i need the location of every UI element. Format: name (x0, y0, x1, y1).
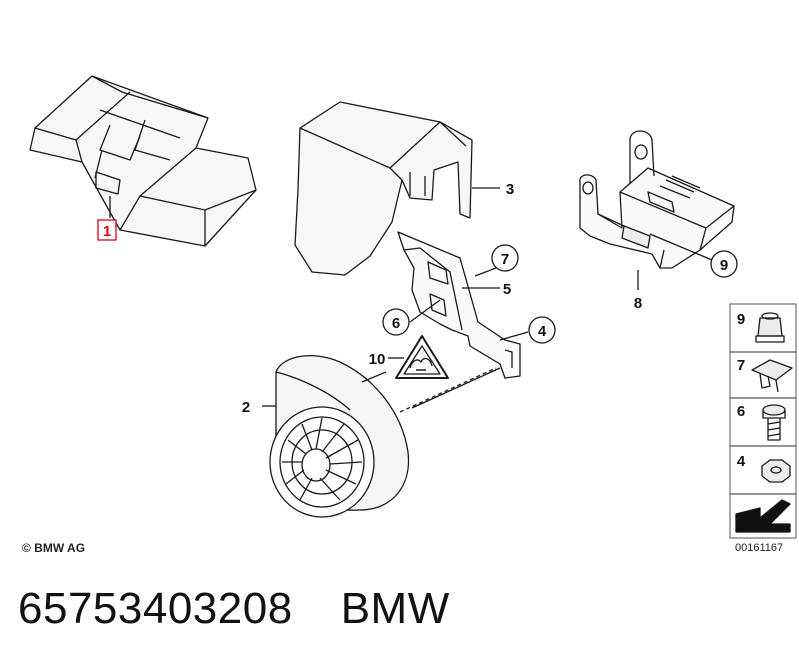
callout-7: 7 (501, 251, 509, 268)
legend-hex-nut-icon (761, 459, 791, 483)
callout-9: 9 (720, 257, 728, 274)
part-caption: 65753403208 BMW (18, 584, 450, 634)
callout-3: 3 (506, 181, 514, 198)
legend-label-4: 4 (737, 453, 746, 470)
callout-6: 6 (392, 315, 400, 332)
arrow-icon (735, 499, 791, 533)
legend-label-9: 9 (737, 311, 745, 328)
part-8-module-bracket (579, 130, 735, 269)
callout-1: 1 (103, 223, 111, 240)
callout-8: 8 (634, 295, 642, 312)
part-10-warning-label (395, 335, 449, 379)
callout-2: 2 (242, 399, 250, 416)
legend-box (729, 303, 797, 539)
legend-label-6: 6 (737, 403, 745, 420)
part-1-control-unit (29, 75, 257, 247)
copyright-notice: © BMW AG (22, 541, 86, 555)
part-3-cover (294, 101, 473, 276)
legend-spring-clip-icon (751, 359, 793, 393)
callout-5: 5 (503, 281, 511, 298)
part-number: 65753403208 (18, 584, 293, 633)
legend-screw-icon (762, 404, 786, 441)
callout-4: 4 (538, 323, 547, 340)
callout-10: 10 (369, 351, 386, 368)
part-5-bracket (397, 231, 521, 379)
part-2-siren (269, 355, 410, 518)
legend-clip-nut-icon (755, 312, 785, 343)
legend-label-7: 7 (737, 357, 745, 374)
diagram-reference: 00161167 (735, 542, 784, 554)
brand-name: BMW (340, 584, 450, 633)
